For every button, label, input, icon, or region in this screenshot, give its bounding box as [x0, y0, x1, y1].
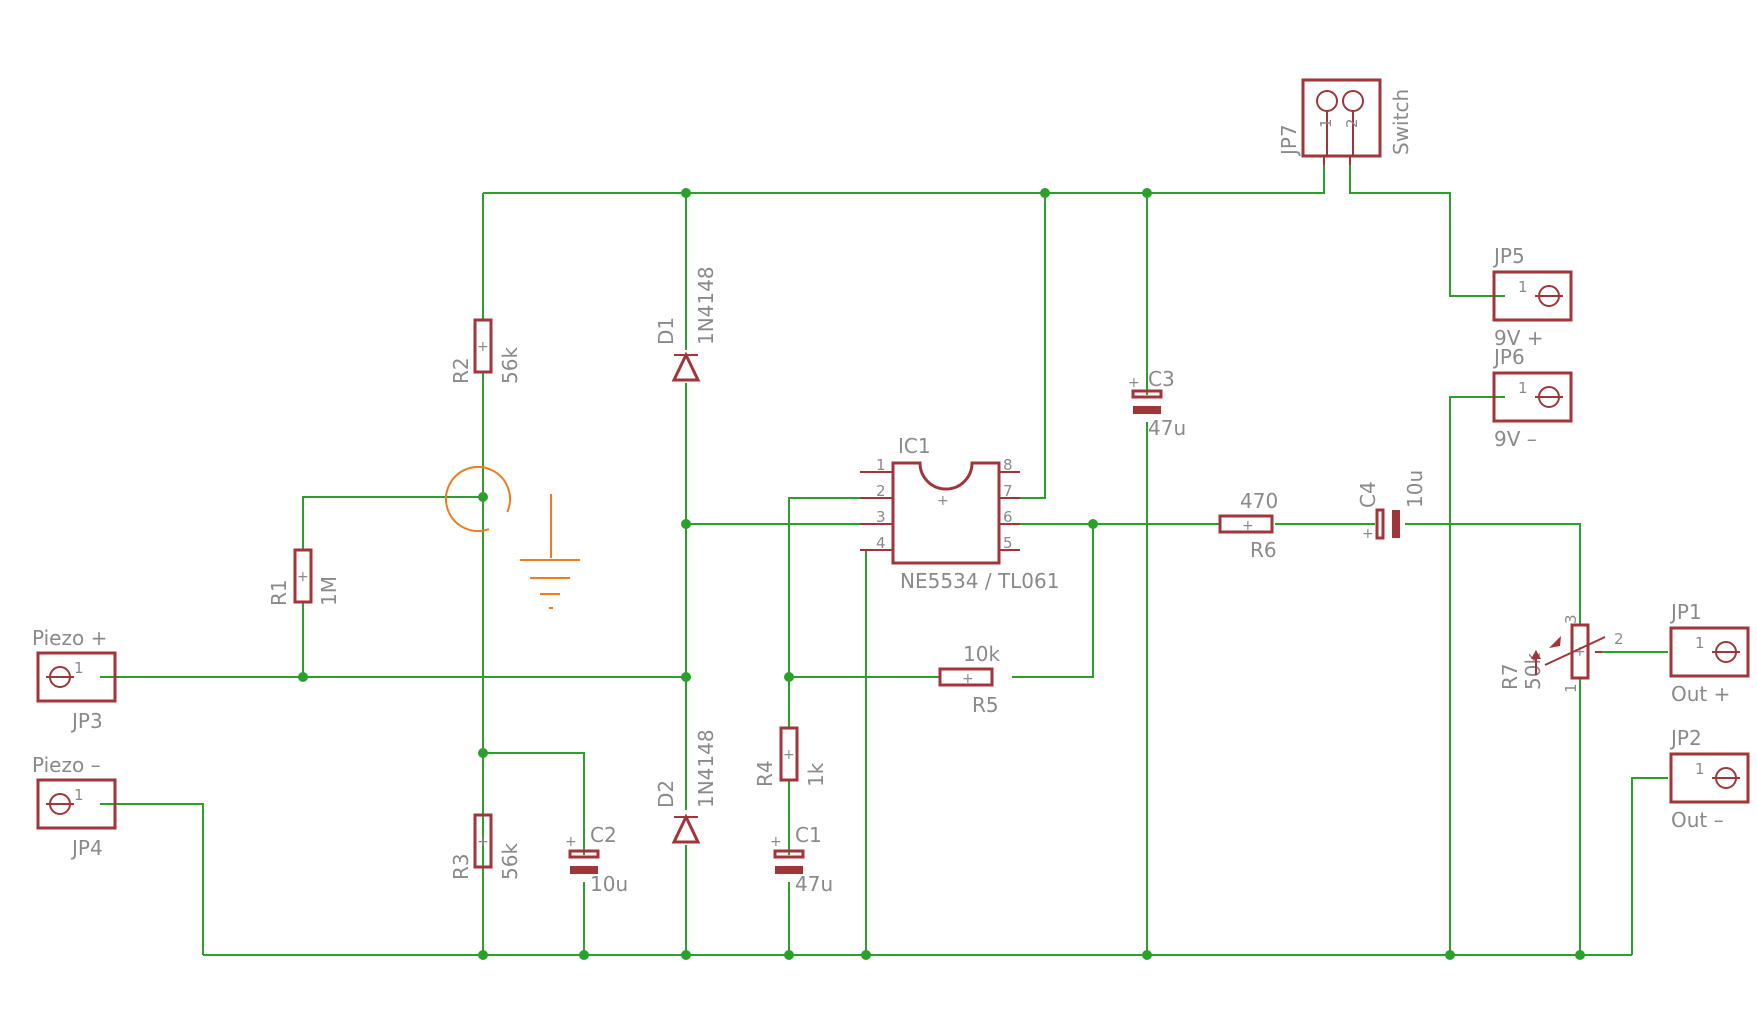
svg-text:1: 1 [1317, 118, 1335, 128]
jp1-ref: JP1 [1669, 600, 1702, 624]
r1-value: 1M [317, 576, 341, 606]
ic1-pin-5: 5 [1003, 534, 1013, 552]
svg-text:1: 1 [1518, 379, 1528, 397]
capacitor-c4: + C4 10u [1356, 470, 1427, 542]
ic1-pin-7: 7 [1003, 482, 1013, 500]
ic1-ref: IC1 [898, 434, 931, 458]
svg-text:+: + [962, 671, 974, 687]
jp4-ref: JP4 [70, 836, 103, 860]
d2-ref: D2 [654, 780, 678, 808]
c4-ref: C4 [1356, 481, 1380, 508]
svg-text:+: + [1242, 518, 1254, 534]
r3-value: 56k [498, 843, 522, 880]
r7-pin-3: 3 [1562, 614, 1580, 624]
diode-d2: D2 1N4148 [654, 729, 718, 844]
capacitor-c2: + C2 10u [565, 823, 628, 896]
svg-text:+: + [565, 834, 577, 850]
r4-ref: R4 [753, 760, 777, 787]
wire-net [100, 165, 1668, 956]
c1-ref: C1 [795, 823, 822, 847]
svg-text:+: + [770, 834, 782, 850]
connector-jp6: 1 JP6 9V – [1492, 345, 1573, 451]
svg-text:1: 1 [74, 659, 84, 677]
ic1-pin-2: 2 [876, 482, 886, 500]
jp1-label: Out + [1671, 682, 1730, 706]
op-amp-ic1: + IC1 NE5534 / TL061 1 2 3 4 5 6 7 8 [860, 434, 1059, 593]
diode-d1: D1 1N4148 [654, 266, 718, 382]
d1-ref: D1 [654, 317, 678, 345]
r6-value: 470 [1240, 489, 1278, 513]
connector-jp5: 1 JP5 9V + [1492, 244, 1573, 350]
svg-text:+: + [1362, 526, 1374, 542]
resistor-r5: + 10k R5 [938, 642, 1000, 717]
resistor-r2: + R2 56k [449, 318, 522, 384]
jp3-ref: JP3 [70, 709, 103, 733]
r7-ref: R7 [1498, 663, 1522, 690]
connector-jp4: 1 Piezo – JP4 [32, 753, 117, 860]
jp7-label: Switch [1389, 89, 1413, 155]
resistor-r3: + R3 56k [449, 813, 522, 880]
svg-text:+: + [477, 339, 489, 355]
ic1-pin-3: 3 [876, 508, 886, 526]
r7-pin-2: 2 [1614, 630, 1624, 648]
connector-jp7: 1 2 JP7 Switch [1277, 78, 1413, 165]
c1-value: 47u [795, 872, 833, 896]
capacitor-c1: + C1 47u [770, 823, 833, 896]
ground-symbol [445, 466, 580, 609]
d1-value: 1N4148 [694, 266, 718, 345]
jp6-label: 9V – [1494, 427, 1537, 451]
c2-value: 10u [590, 872, 628, 896]
r2-ref: R2 [449, 357, 473, 384]
svg-text:+: + [1574, 644, 1586, 660]
r2-value: 56k [498, 347, 522, 384]
jp6-ref: JP6 [1492, 345, 1525, 369]
resistor-r1: + R1 1M [267, 548, 341, 606]
junction-dots [298, 188, 1585, 960]
jp5-ref: JP5 [1492, 244, 1525, 268]
jp7-ref: JP7 [1277, 124, 1301, 157]
r1-ref: R1 [267, 579, 291, 606]
c2-ref: C2 [590, 823, 617, 847]
resistor-r6: + 470 R6 [1218, 489, 1278, 562]
connector-jp3: 1 Piezo + JP3 [32, 626, 117, 733]
resistor-r4: + R4 1k [753, 726, 828, 787]
ic1-value: NE5534 / TL061 [900, 569, 1059, 593]
jp2-ref: JP2 [1669, 726, 1702, 750]
c3-ref: C3 [1148, 367, 1175, 391]
connector-jp2: 1 JP2 Out – [1669, 726, 1750, 832]
svg-text:+: + [297, 569, 309, 585]
jp5-label: 9V + [1494, 326, 1544, 350]
svg-text:1: 1 [1695, 634, 1705, 652]
ic1-pin-8: 8 [1003, 456, 1013, 474]
r3-ref: R3 [449, 853, 473, 880]
r7-pin-1: 1 [1562, 683, 1580, 693]
c3-value: 47u [1148, 416, 1186, 440]
ic1-pin-1: 1 [876, 456, 886, 474]
svg-text:+: + [937, 493, 949, 509]
jp4-label: Piezo – [32, 753, 101, 777]
r6-ref: R6 [1250, 538, 1277, 562]
ic1-pin-4: 4 [876, 534, 886, 552]
c4-value: 10u [1403, 470, 1427, 508]
svg-text:1: 1 [1695, 760, 1705, 778]
potentiometer-r7: + R7 50k 3 1 2 [1498, 614, 1624, 693]
jp3-label: Piezo + [32, 626, 107, 650]
svg-text:+: + [477, 834, 489, 850]
svg-text:1: 1 [74, 786, 84, 804]
svg-text:2: 2 [1343, 118, 1361, 128]
capacitor-c3: + C3 47u [1128, 367, 1186, 440]
svg-text:+: + [783, 747, 795, 763]
r5-ref: R5 [972, 693, 999, 717]
r4-value: 1k [804, 762, 828, 787]
svg-text:+: + [1128, 375, 1140, 391]
jp2-label: Out – [1671, 808, 1724, 832]
connector-jp1: 1 JP1 Out + [1669, 600, 1750, 706]
r5-value: 10k [963, 642, 1000, 666]
d2-value: 1N4148 [694, 729, 718, 808]
svg-text:1: 1 [1518, 278, 1528, 296]
ic1-pin-6: 6 [1003, 508, 1013, 526]
